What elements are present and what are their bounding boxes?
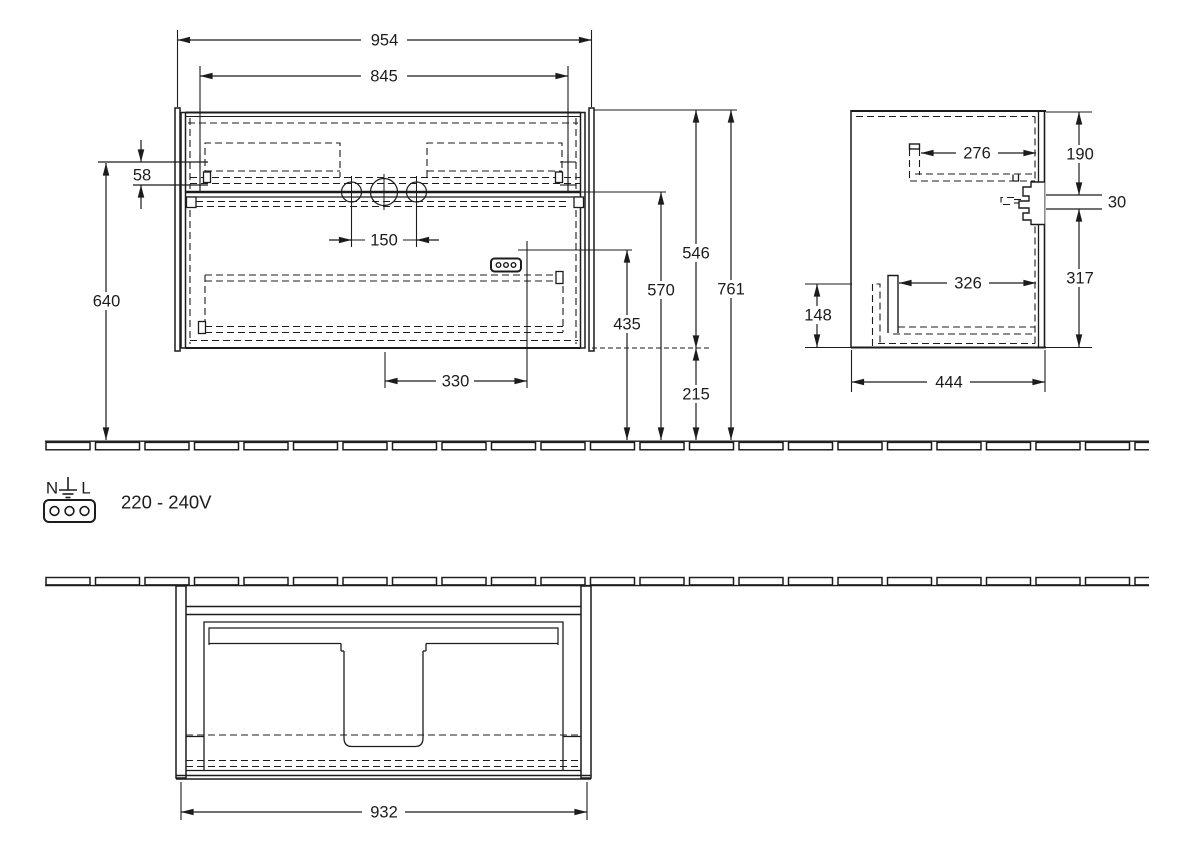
dim-label-overall-width: 954 — [371, 32, 399, 50]
drawer-box-outer — [203, 621, 564, 770]
dim-tap-hole-spacing: 150 — [329, 231, 439, 250]
dim-lower-rail-height: 148 — [797, 283, 838, 348]
dim-label-tap-hole-spacing: 150 — [370, 232, 398, 250]
upper-rail-end — [908, 143, 921, 150]
lower-rail-end — [887, 274, 899, 333]
right-side-panel — [579, 111, 586, 349]
upper-right-drawer-rail — [426, 142, 563, 177]
dim-body-height: 546 — [676, 109, 716, 349]
drawer-box-inner — [208, 627, 559, 645]
dim-label-lower-rail-depth: 326 — [954, 275, 982, 293]
floor-hatch-lower — [45, 576, 1149, 587]
dim-mounting-hole-spacing: 845 — [199, 67, 569, 86]
side-view: 276 190 30 326 317 — [797, 110, 1126, 392]
terminal-l-label: L — [81, 479, 90, 498]
dim-label-overall-depth: 444 — [935, 374, 963, 392]
terminal-n-label: N — [46, 479, 58, 498]
dim-label-lower-rail-height: 148 — [804, 307, 832, 325]
dim-lower-zone-height: 317 — [1058, 208, 1102, 348]
dim-upper-rail-depth: 276 — [920, 144, 1037, 163]
dim-label-lower-zone-height: 317 — [1066, 270, 1094, 288]
dim-label-hole-row-gap: 58 — [133, 167, 151, 185]
dim-label-upper-rail-depth: 276 — [963, 145, 991, 163]
dim-label-socket-height: 435 — [613, 316, 641, 334]
dim-front-panel-gap: 30 — [1108, 194, 1126, 212]
dim-label-overall-height: 761 — [717, 281, 745, 299]
socket-icon — [490, 257, 522, 273]
socket-position-cross — [518, 241, 536, 259]
drawer-front-clip — [1018, 181, 1045, 226]
floor-hatch-upper — [45, 440, 1149, 451]
dim-label-upper-zone-height: 190 — [1066, 146, 1094, 164]
mounting-hole-cross-markers — [199, 154, 576, 193]
top-view: 932 — [175, 585, 592, 822]
siphon-cutout — [343, 651, 424, 748]
dim-overall-height: 761 — [711, 109, 751, 441]
top-left-side-panel — [175, 585, 187, 779]
top-right-side-panel — [580, 585, 592, 779]
voltage-label: 220 - 240V — [121, 492, 212, 513]
dim-socket-offset: 330 — [384, 372, 528, 391]
dim-mounting-height: 640 — [87, 162, 126, 441]
dim-overall-width: 954 — [177, 31, 592, 50]
dim-overall-depth: 444 — [851, 373, 1046, 392]
dim-label-clearance-below: 215 — [682, 386, 710, 404]
dim-carcass-width: 932 — [180, 803, 588, 822]
front-view: 954 845 58 640 150 — [87, 30, 751, 441]
dim-label-front-panel-gap: 30 — [1108, 194, 1126, 212]
dim-drawer-split-height: 570 — [641, 191, 681, 441]
earth-ground-icon — [59, 477, 77, 499]
dim-socket-height: 435 — [607, 249, 647, 441]
left-side-panel — [180, 111, 187, 349]
power-socket-icon — [43, 499, 96, 523]
tap-hole-group — [340, 174, 428, 210]
dim-hole-row-gap: 58 — [133, 140, 151, 209]
upper-left-drawer-rail — [204, 142, 341, 177]
dim-label-hole-spacing: 845 — [370, 68, 398, 86]
right-hanging-rail — [588, 107, 595, 352]
dim-lower-rail-depth: 326 — [898, 274, 1037, 293]
dim-label-carcass-width: 932 — [370, 804, 398, 822]
dim-label-socket-offset: 330 — [442, 373, 470, 391]
dim-label-body-height: 546 — [682, 245, 710, 263]
power-connection: N L 220 - 240V — [43, 477, 212, 523]
dim-label-mounting-height: 640 — [93, 293, 121, 311]
dim-label-drawer-split-height: 570 — [647, 282, 675, 300]
dim-upper-zone-height: 190 — [1058, 111, 1102, 196]
left-hanging-rail — [174, 107, 181, 352]
dim-clearance-below: 215 — [676, 347, 716, 441]
